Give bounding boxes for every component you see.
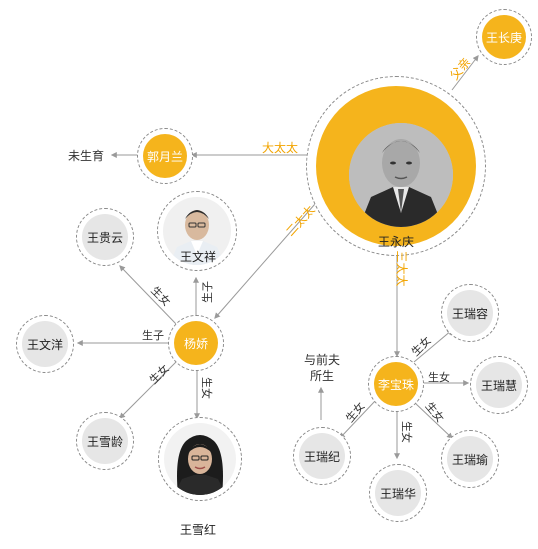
node-wang-guiyun-disk: 王贵云 (82, 214, 128, 260)
relation-li-ruihui: 生女 (428, 371, 450, 384)
node-wang-ruiyu[interactable]: 王瑞瑜 (441, 430, 499, 488)
line-yang-to-xueling (119, 359, 179, 419)
node-wang-xuehong[interactable] (158, 417, 242, 501)
relation-first-wife: 大太太 (262, 141, 299, 155)
node-wang-ruihui-disk: 王瑞慧 (476, 362, 522, 408)
node-wang-wenyang[interactable]: 王文洋 (16, 315, 74, 373)
relation-yang-wenxiang: 生子 (201, 281, 214, 303)
node-wang-xueling-disk: 王雪龄 (82, 418, 128, 464)
node-wang-xueling[interactable]: 王雪龄 (76, 412, 134, 470)
line-yang-to-guiyun (119, 265, 179, 327)
line-wang-to-yang (214, 195, 323, 319)
node-wang-ruiji-disk: 王瑞纪 (299, 433, 345, 479)
portrait-wang-xuehong (164, 423, 236, 495)
node-wang-ruihua[interactable]: 王瑞华 (369, 464, 427, 522)
node-wang-ruirong[interactable]: 王瑞容 (441, 284, 499, 342)
node-wang-changgeng[interactable]: 王长庚 (476, 9, 532, 65)
node-yang-jiao[interactable]: 杨娇 (168, 315, 224, 371)
note-previous-husband-line2: 所生 (309, 369, 334, 383)
relation-li-ruihua: 生女 (400, 421, 413, 443)
label-wang-yongqing: 王永庆 (378, 235, 415, 249)
node-wang-ruihua-disk: 王瑞华 (375, 470, 421, 516)
node-wang-wenyang-disk: 王文洋 (22, 321, 68, 367)
portrait-wang-wenxiang (163, 197, 231, 265)
line-li-to-ruiji (339, 399, 377, 439)
relation-yang-wenyang: 生子 (142, 329, 164, 342)
note-previous-husband: 与前夫 所生 (300, 352, 344, 384)
note-previous-husband-line1: 与前夫 (303, 353, 340, 367)
node-guo-yuelan[interactable]: 郭月兰 (137, 128, 193, 184)
node-yang-jiao-disk: 杨娇 (174, 321, 218, 365)
node-wang-changgeng-disk: 王长庚 (482, 15, 526, 59)
relation-third-wife: 三太太 (394, 250, 409, 287)
note-no-children: 未生育 (68, 149, 105, 163)
node-wang-ruirong-disk: 王瑞容 (447, 290, 493, 336)
node-wang-wenxiang[interactable]: 王文祥 (157, 191, 237, 271)
node-wang-ruiyu-disk: 王瑞瑜 (447, 436, 493, 482)
line-li-to-ruirong (413, 329, 453, 363)
node-li-baozhu-disk: 李宝珠 (374, 362, 418, 406)
label-wang-xuehong: 王雪红 (180, 523, 217, 537)
node-li-baozhu[interactable]: 李宝珠 (368, 356, 424, 412)
node-guo-yuelan-disk: 郭月兰 (143, 134, 187, 178)
label-wang-wenxiang: 王文祥 (180, 250, 217, 264)
node-wang-guiyun[interactable]: 王贵云 (76, 208, 134, 266)
line-li-to-ruiyu (413, 401, 453, 439)
node-wang-yongqing[interactable]: 王永庆 (306, 76, 486, 256)
portrait-wang-yongqing (349, 123, 453, 227)
node-wang-ruihui[interactable]: 王瑞慧 (470, 356, 528, 414)
line-wang-to-father (451, 55, 479, 91)
relation-yang-xuehong: 生女 (200, 377, 213, 399)
node-wang-ruiji[interactable]: 王瑞纪 (293, 427, 351, 485)
